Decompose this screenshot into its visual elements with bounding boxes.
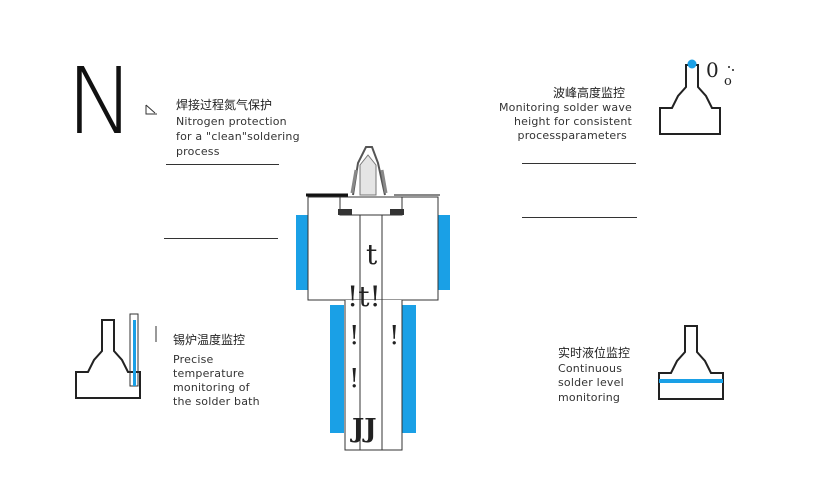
temperature-desc-3: monitoring of: [173, 381, 250, 394]
nozzle-glyph-6: JJ: [352, 414, 377, 444]
nitrogen-title: 焊接过程氮气保护: [176, 98, 273, 112]
nitrogen-desc-3: process: [176, 145, 220, 158]
solder-level-icon: [658, 325, 724, 400]
small-arrow-icon: [145, 104, 157, 115]
level-desc-2: solder level: [558, 376, 624, 389]
nozzle-diagram: [296, 146, 450, 451]
level-desc-3: monitoring: [558, 391, 621, 404]
svg-text:o: o: [724, 74, 732, 89]
wave-height-title: 波峰高度监控: [552, 86, 625, 100]
nozzle-glyph-2: !t!: [347, 280, 381, 313]
level-title: 实时液位监控: [557, 346, 630, 360]
wave-height-icon: 0 o: [659, 58, 734, 135]
level-desc-1: Continuous: [558, 362, 623, 375]
nozzle-glyph-5: !: [349, 364, 360, 394]
wave-height-desc-1: Monitoring solder wave: [498, 101, 632, 114]
nitrogen-desc-2: for a "clean"soldering: [176, 130, 300, 143]
temperature-title: 锡炉温度监控: [173, 333, 246, 347]
wave-height-desc-3: processparameters: [517, 129, 627, 142]
temperature-desc-2: temperature: [173, 367, 245, 380]
nitrogen-leader-line-1: [166, 164, 279, 165]
nozzle-glyph-4: !: [389, 321, 400, 351]
wave-leader-line-2: [522, 217, 637, 218]
nitrogen-symbol: N: [66, 48, 135, 155]
wave-height-desc-2: height for consistent: [513, 115, 632, 128]
nozzle-glyph-3: !: [349, 321, 360, 351]
nitrogen-desc-1: Nitrogen protection: [176, 115, 287, 128]
svg-text:0: 0: [706, 58, 719, 82]
nitrogen-leader-line-2: [164, 238, 278, 239]
nozzle-glyph-1: t: [366, 238, 378, 271]
temperature-desc-4: the solder bath: [173, 395, 260, 408]
temperature-desc-1: Precise: [173, 353, 214, 366]
wave-leader-line-1: [522, 163, 636, 164]
temperature-icon: [75, 313, 157, 399]
